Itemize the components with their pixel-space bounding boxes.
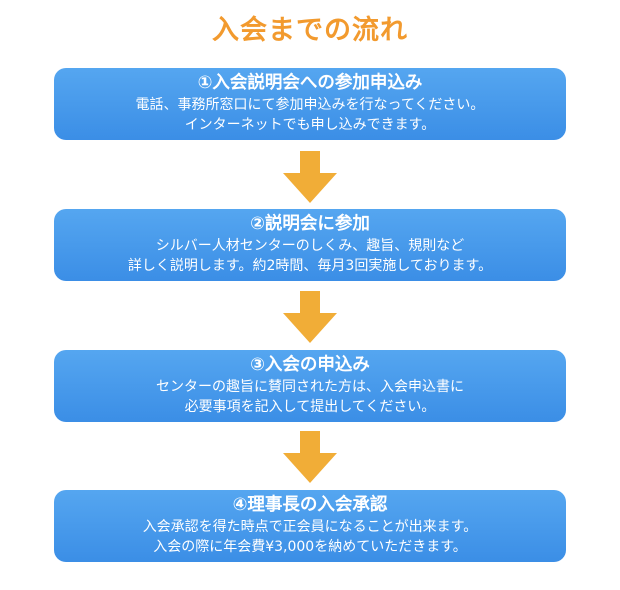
step-1-box: ①入会説明会への参加申込み 電話、事務所窓口にて参加申込みを行なってください。 … [54,68,566,140]
step-2-box: ②説明会に参加 シルバー人材センターのしくみ、趣旨、規則など 詳しく説明します。… [54,209,566,281]
step-2-line-1: シルバー人材センターのしくみ、趣旨、規則など [155,238,465,254]
step-3-heading: ③入会の申込み [250,355,370,375]
step-4-box: ④理事長の入会承認 入会承認を得た時点で正会員になることが出来ます。 入会の際に… [54,490,566,562]
step-2-heading: ②説明会に参加 [250,214,370,234]
step-3-box: ③入会の申込み センターの趣旨に賛同された方は、入会申込書に 必要事項を記入して… [54,350,566,422]
step-4-heading: ④理事長の入会承認 [232,495,388,515]
step-3-line-1: センターの趣旨に賛同された方は、入会申込書に [156,379,464,395]
step-1-line-1: 電話、事務所窓口にて参加申込みを行なってください。 [135,97,485,113]
down-arrow-icon [283,291,337,343]
down-arrow-icon [283,431,337,483]
step-4-line-2: 入会の際に年会費¥3,000を納めていただきます。 [153,539,467,555]
step-4-line-1: 入会承認を得た時点で正会員になることが出来ます。 [142,519,478,535]
step-2-line-2: 詳しく説明します。約2時間、毎月3回実施しております。 [127,258,493,274]
step-3-line-2: 必要事項を記入して提出してください。 [184,399,436,415]
step-1-line-2: インターネットでも申し込みできます。 [184,117,436,133]
step-1-heading: ①入会説明会への参加申込み [197,73,423,93]
page-title: 入会までの流れ [212,15,408,46]
down-arrow-icon [283,151,337,203]
